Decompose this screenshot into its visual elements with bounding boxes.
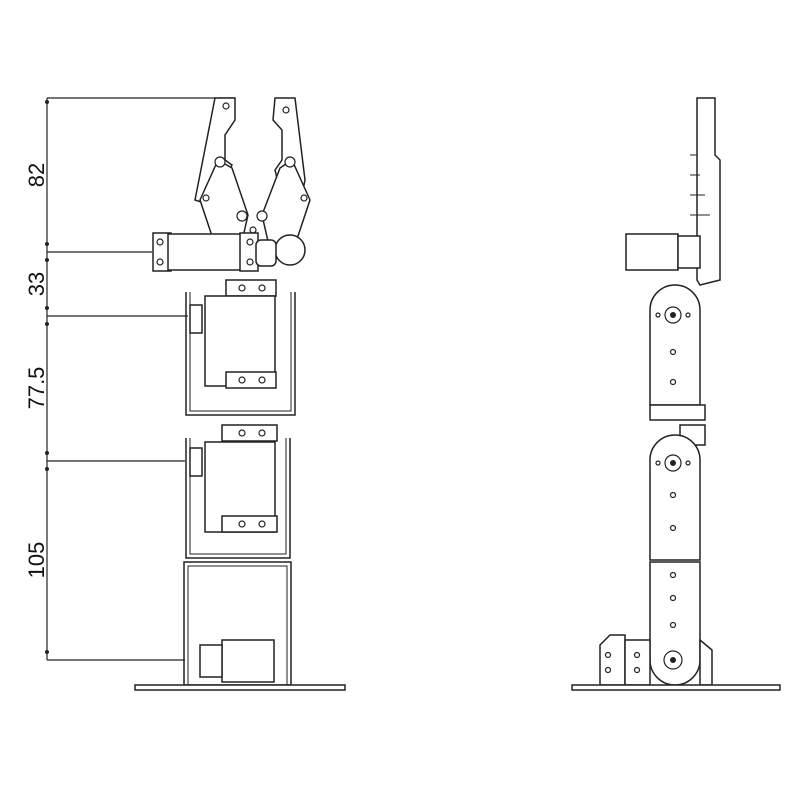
servo-horn [255, 239, 277, 267]
wrist-bracket [185, 279, 296, 416]
upper-arm-plate [649, 284, 701, 406]
gripper-servo [152, 232, 277, 272]
upper-arm-joint [649, 404, 706, 421]
gripper [194, 97, 311, 266]
base-plate-front [134, 684, 346, 691]
elbow-servo-horn [189, 447, 203, 477]
base-side-block [624, 639, 651, 686]
base-servo [221, 639, 275, 683]
upper-arm-side [649, 284, 706, 421]
servo-tab-side [677, 235, 701, 269]
dim-label-82: 82 [24, 163, 49, 187]
base-side [599, 634, 713, 686]
elbow-u-bracket [185, 438, 291, 559]
gripper-servo-body [167, 233, 245, 271]
side-view [571, 97, 781, 691]
lower-arm-plate [649, 434, 701, 561]
wrist-servo-horn [189, 304, 203, 334]
lower-arm-side [649, 424, 706, 686]
front-view [134, 97, 346, 691]
dim-label-33: 33 [24, 272, 49, 296]
dimension-chain: 82 33 77.5 105 [24, 97, 235, 661]
elbow-bracket [185, 424, 291, 559]
elbow-mount-plate [221, 424, 278, 442]
gripper-side-plate [696, 97, 721, 286]
wrist-lower-plate [225, 371, 277, 389]
dim-label-77-5: 77.5 [24, 367, 49, 410]
dim-label-105: 105 [24, 542, 49, 579]
wrist-servo [204, 295, 276, 387]
gripper-servo-side [625, 233, 679, 271]
base-side-bracket-left [599, 634, 626, 686]
wrist-mount-plate [225, 279, 277, 297]
elbow-lower-plate [221, 515, 278, 533]
gripper-gear [274, 234, 306, 266]
dim-ticks [45, 100, 49, 654]
base-servo-horn [199, 644, 223, 678]
base-plate-side [571, 684, 781, 691]
wrist-u-bracket [185, 292, 296, 416]
base-bracket [183, 561, 292, 686]
